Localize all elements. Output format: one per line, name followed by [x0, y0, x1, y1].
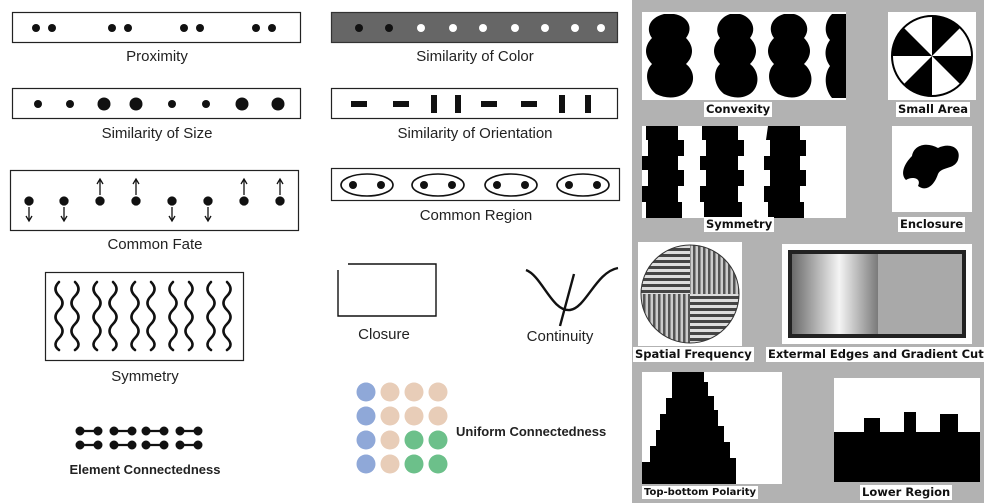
- proximity-diagram: [11, 11, 302, 44]
- common-fate-label: Common Fate: [107, 236, 203, 253]
- small-area-label: Small Area: [896, 102, 971, 117]
- top-bottom-polarity-image: [642, 372, 782, 484]
- similarity-of-orientation-diagram: [330, 87, 619, 120]
- continuity-diagram: [525, 266, 619, 327]
- uniform-connectedness-label: Uniform Connectedness: [456, 424, 607, 439]
- continuity-label: Continuity: [526, 328, 594, 345]
- similarity-of-color-diagram: [330, 11, 619, 44]
- symmetry-label: Symmetry: [111, 368, 179, 385]
- common-region-diagram: [330, 167, 621, 202]
- enclosure-image: [892, 126, 972, 212]
- enclosure-label: Enclosure: [898, 217, 966, 232]
- proximity-label: Proximity: [126, 48, 188, 65]
- common-fate-diagram: [9, 169, 300, 232]
- uniform-connectedness-diagram: [356, 382, 448, 474]
- closure-diagram: [337, 263, 437, 317]
- symmetry-right-label: Symmetry: [704, 217, 775, 232]
- small-area-image: [888, 12, 976, 100]
- convexity-image: [642, 12, 846, 100]
- lower-region-image: [834, 378, 980, 482]
- external-edges-image: [782, 244, 972, 344]
- lower-region-label: Lower Region: [860, 485, 953, 500]
- spatial-frequency-label: Spatial Frequency: [633, 347, 754, 362]
- closure-label: Closure: [358, 326, 410, 343]
- external-edges-label: Extermal Edges and Gradient Cuts: [766, 347, 984, 362]
- element-connectedness-label: Element Connectedness: [69, 462, 221, 477]
- common-region-label: Common Region: [419, 207, 533, 224]
- similarity-of-size-label: Similarity of Size: [101, 125, 213, 142]
- element-connectedness-diagram: [75, 426, 203, 450]
- symmetry-image: [642, 126, 846, 218]
- convexity-label: Convexity: [704, 102, 773, 117]
- symmetry-brackets-diagram: [44, 271, 245, 362]
- top-bottom-polarity-label: Top-bottom Polarity: [642, 486, 759, 499]
- similarity-of-orientation-label: Similarity of Orientation: [397, 125, 553, 142]
- spatial-frequency-image: [638, 242, 742, 346]
- similarity-of-color-label: Similarity of Color: [416, 48, 534, 65]
- similarity-of-size-diagram: [11, 87, 302, 120]
